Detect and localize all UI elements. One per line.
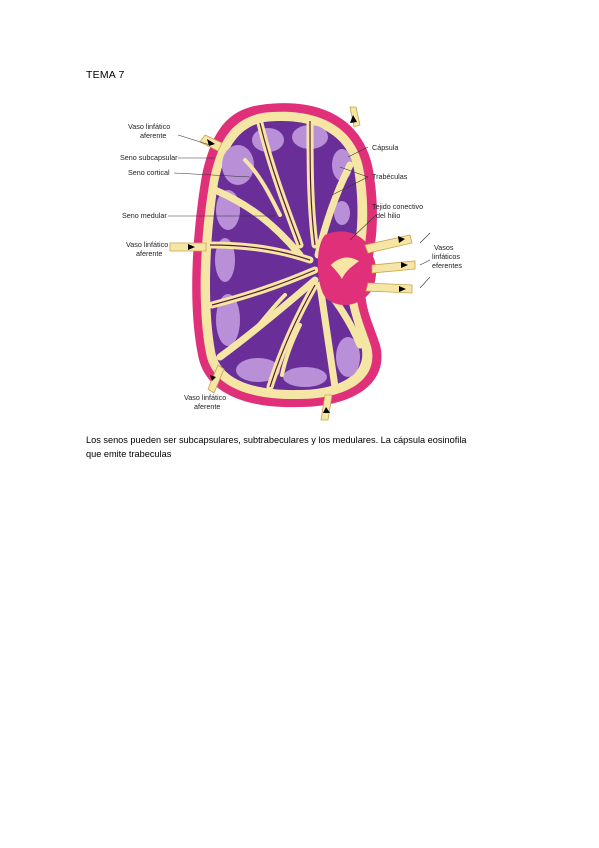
label-seno-cortical: Seno cortical [128,168,170,177]
lymph-node-diagram: Vaso linfático aferente Seno subcapsular… [110,95,490,425]
label-afferent-top-1: Vaso linfático [128,122,170,131]
arrows [188,115,408,413]
label-tejido-2: del hilio [376,211,400,220]
label-afferent-top-2: aferente [140,131,166,140]
label-seno-subcapsular: Seno subcapsular [120,153,178,162]
label-afferent-mid-1: Vaso linfático [126,240,168,249]
label-afferent-mid-2: aferente [136,249,162,258]
caption: Los senos pueden ser subcapsulares, subt… [86,433,526,461]
label-tejido-1: Tejido conectivo [372,202,423,211]
label-eferentes-3: eferentes [432,261,462,270]
label-seno-medular: Seno medular [122,211,167,220]
lymph-node-svg: Vaso linfático aferente Seno subcapsular… [120,103,462,421]
label-capsula: Cápsula [372,143,398,152]
page-heading: TEMA 7 [86,69,125,81]
label-afferent-bot-2: aferente [194,402,220,411]
label-afferent-bot-1: Vaso linfático [184,393,226,402]
caption-line-2: que emite trabeculas [86,449,172,459]
leader-lines [168,134,431,289]
caption-line-1: Los senos pueden ser subcapsulares, subt… [86,435,467,445]
label-trabeculas: Trabéculas [372,172,408,181]
label-eferentes-1: Vasos [434,243,454,252]
medullary-lines [209,120,316,388]
label-eferentes-2: linfáticos [432,252,460,261]
